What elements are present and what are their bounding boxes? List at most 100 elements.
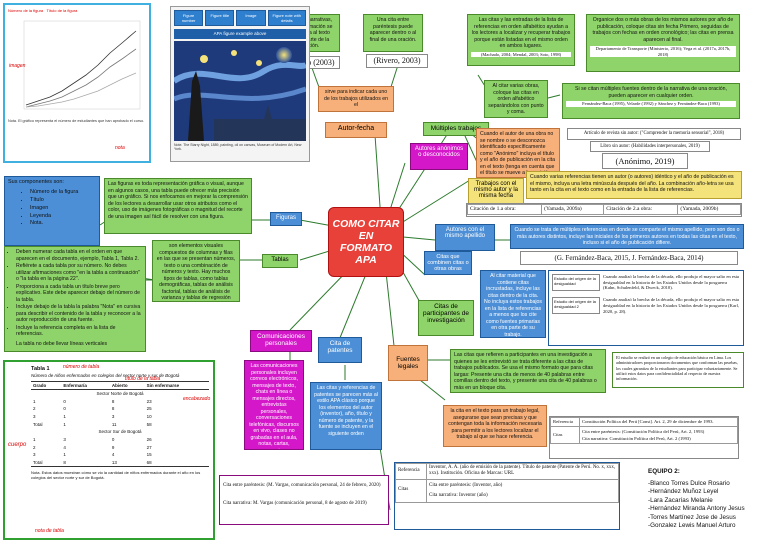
table-example-note: Nota. Estos datos muestran cómo se vio l… <box>31 470 201 481</box>
fig-label-titulo: Título de la figura <box>46 8 78 13</box>
al-citar-text: Al citar varias obras, coloque las citas… <box>488 83 544 115</box>
combinan-desc: Al citar material que contiene citas inc… <box>480 270 546 338</box>
table-cell: 23 <box>146 398 152 404</box>
table-label-nota: nota de tabla <box>35 528 64 534</box>
al-citar-box: Al citar varias obras, coloque las citas… <box>484 80 548 118</box>
table-cell: 3 <box>111 414 115 419</box>
table-cell: 13 <box>109 458 145 468</box>
figuras-desc: Las figuras es toda representación gráfi… <box>104 178 252 234</box>
team-member: -Hernández Muñoz Leyel <box>648 488 719 495</box>
tablas-desc: son elementos visuales compuestos de col… <box>152 240 240 302</box>
figuras-text: Las figuras es toda representación gráfi… <box>108 181 248 220</box>
anonimo-ex2: Libro sin autor: (Habilidades interperso… <box>590 141 710 152</box>
patentes-table: Referencia Inventor, A. A. (año de emisi… <box>394 462 620 530</box>
apellido-label: Autores con el mismo apellido <box>444 227 486 239</box>
table-cell: 0 <box>63 398 66 404</box>
organice-box: Organice dos o más obras de los mismos a… <box>586 14 740 72</box>
tablas-text: son elementos visuales compuestos de col… <box>156 243 236 301</box>
multiples-desc-box: Las citas y las entradas de la lista de … <box>467 14 575 66</box>
anonimo-desc-box: Cuando el autor de una obra no se nombre… <box>476 128 560 178</box>
legales-node: Fuentes legales <box>388 345 428 381</box>
table-example-subtitle: Número de niños enfermados en colegios d… <box>31 372 180 378</box>
comunicaciones-ex2: Cita narrativa: M. Vargas (comunicación … <box>223 500 367 506</box>
multiples-label: Múltiples trabajos <box>430 125 482 132</box>
center-title: COMO CITAR EN FORMATO APA <box>332 217 400 267</box>
autor-fecha-node: Autor-fecha <box>325 122 387 138</box>
patentes-desc: Las citas y referencias de patentes se p… <box>310 382 382 450</box>
rivero-narrativa-text: Rivero (2003) <box>289 58 335 67</box>
table-cell: 1 <box>33 398 36 404</box>
apa-btn-title[interactable]: Figure title <box>205 10 235 26</box>
team-member: -Hernández Miranda Antony Jesus <box>648 505 745 512</box>
anonimo-ex1-text: Artículo de revista sin autor: ("Compren… <box>583 131 725 136</box>
figure-example-panel: Número de la figura Título de la figura … <box>3 3 151 163</box>
table-cell: 0 <box>111 436 115 442</box>
comunicaciones-examples: Cita entre paréntesis: (M. Vargas, comun… <box>219 475 389 525</box>
table-label-numero: número de tabla <box>63 364 100 370</box>
table-cell: 0 <box>63 406 66 412</box>
legales-ref: Constitución Política del Perú [Const]. … <box>579 417 738 427</box>
team-member: -Blanco Torres Dulce Rosario <box>648 479 730 487</box>
combinan-lbl1: Estudio del origen de la desigualdad <box>552 274 600 292</box>
participantes-example: El estudio se realizó en un colegio de e… <box>612 352 744 388</box>
anonimos-label: Autores anónimos o desconocidos <box>414 146 464 158</box>
fig-label-numero: Número de la figura <box>8 8 44 13</box>
table-cell: 26 <box>146 436 152 442</box>
participantes-text: Las citas que refieren a participantes e… <box>454 352 597 391</box>
fig-label-nota: nota <box>115 145 125 151</box>
team-member: -Gonzalez Lewis Manuel Arturo <box>648 522 736 529</box>
table-section: Sector Sur de Bogotá <box>98 429 142 435</box>
patentes-cit-label: Citas <box>395 478 427 503</box>
patentes-ref: Inventor, A. A. (año de emisión de la pa… <box>426 463 619 480</box>
combinan-ex1: Cuando analizó la brecha de la década, e… <box>603 274 739 291</box>
autor-fecha-label: Autor-fecha <box>337 125 375 132</box>
organice-text: Organice dos o más obras de los mismos a… <box>592 17 734 43</box>
anonimo-desc-text: Cuando el autor de una obra no se nombre… <box>480 131 555 177</box>
comunicaciones-text: Las comunicaciones personales incluyen c… <box>249 363 299 449</box>
comunicaciones-node: Comunicaciones personales <box>250 330 312 352</box>
misma-fecha-text: Cuando varias referencias tienen un auto… <box>530 174 734 193</box>
misma-fecha-table: Citación de 1.a obra: (Yamada, 2009a) Ci… <box>466 203 742 217</box>
parentesis-text: Una cita entre paréntesis puede aparecer… <box>369 17 417 43</box>
apa-figure-title: APA figure example above <box>174 29 306 39</box>
legales-table: Referencia Constitución Política del Per… <box>549 416 739 459</box>
anonimo-ex2-text: Libro sin autor: (Habilidades interperso… <box>600 144 700 149</box>
table-cell: 58 <box>146 421 152 427</box>
table-header: Grado <box>31 380 62 391</box>
legales-label: Fuentes legales <box>396 356 420 370</box>
tablas-list: Deben numerar cada tabla en el orden en … <box>4 246 146 352</box>
team-member: -Torres Martínez Jose de Jesus <box>648 513 736 521</box>
patentes-cit2: Cita narrativa: Inventor (año) <box>429 492 488 498</box>
table-cell: 1 <box>63 421 66 427</box>
legales-ref-label: Referencia <box>550 417 580 427</box>
table-cell: 1 <box>33 436 36 442</box>
table-cell: 8 <box>111 406 115 412</box>
multiples-example: (Machado, 2004; Mendal, 2003; Soto, 1998… <box>480 51 562 57</box>
table-label-titulo: título de la tabla <box>125 376 161 382</box>
table-cell: 3 <box>33 452 36 458</box>
organice-example: Departamento de Transporte (Ministerio, … <box>595 46 731 57</box>
rivero-parentesis: (Rivero, 2003) <box>366 54 428 68</box>
misma-fecha-c1: Citación de 1.a obra: <box>467 204 543 215</box>
apa-btn-number[interactable]: Figure number <box>174 10 204 26</box>
anonimo-ex3: (Anónimo, 2019) <box>602 153 688 169</box>
patentes-cit1: Cita entre paréntesis: (Inventor, año) <box>429 482 503 488</box>
comunicaciones-desc: Las comunicaciones personales incluyen c… <box>244 360 304 450</box>
combinan-example-panel: Estudio del origen de la desigualdad Cua… <box>548 270 744 346</box>
participantes-label: Citas de participantes de investigación <box>423 303 469 324</box>
combinan-text: Al citar material que contiene citas inc… <box>484 273 542 338</box>
tablas-list-item: Proporciona a cada tabla un título breve… <box>16 284 142 304</box>
apa-btn-image[interactable]: Image <box>236 10 266 26</box>
legales-desc: la cita en el texto para un trabajo lega… <box>443 405 547 447</box>
table-cell: Total <box>33 421 43 427</box>
legales-cit-label: Citas <box>550 425 580 445</box>
participantes-example-text: El estudio se realizó en un colegio de e… <box>616 355 738 381</box>
table-cell: 1 <box>63 414 66 419</box>
sirve-text: sirve para indicar cada uno de los traba… <box>323 89 389 108</box>
combinan-lbl2: Estudio del origen de la desigualdad 2 <box>552 297 600 315</box>
table-section: Sector Norte de Bogotá <box>96 391 144 397</box>
apa-figure-example: Figure number Figure title Image Figure … <box>170 6 310 162</box>
participantes-desc: Las citas que refieren a participantes e… <box>450 349 606 393</box>
misma-fecha-label: Trabajos con el mismo autor y la misma f… <box>473 181 518 199</box>
apa-btn-note[interactable]: Figure note with details <box>267 10 307 26</box>
